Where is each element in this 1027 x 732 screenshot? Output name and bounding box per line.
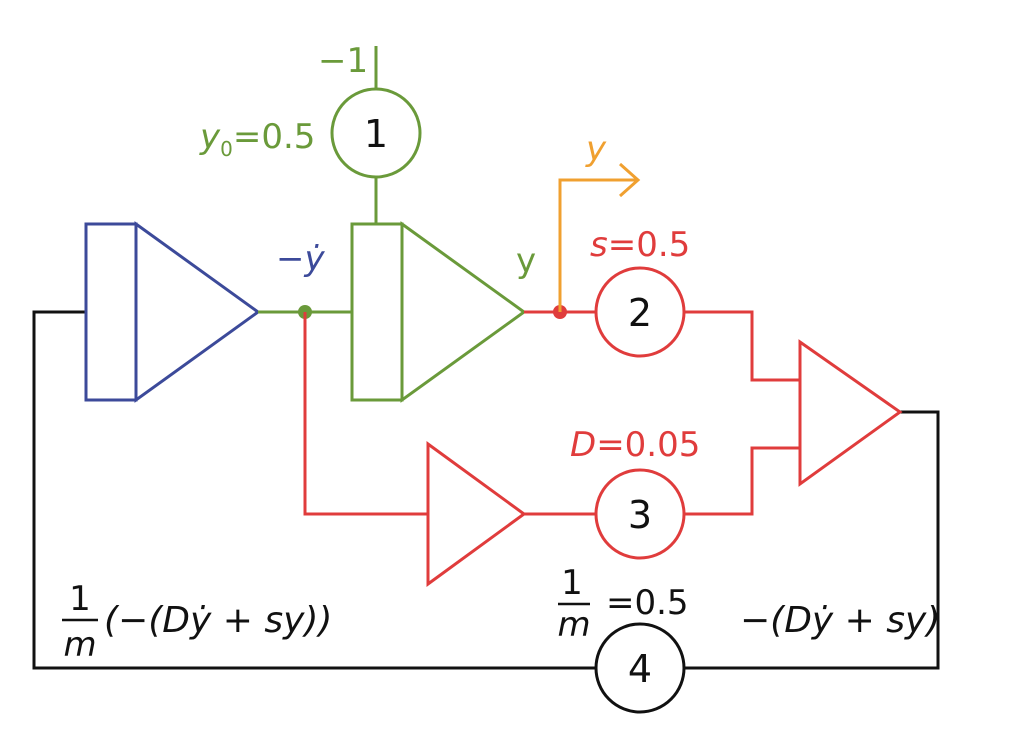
svg-text:m: m: [63, 625, 96, 665]
potentiometer-4: [594, 622, 686, 714]
summer-red: [798, 339, 903, 487]
svg-text:(−(Dẏ + sy)): (−(Dẏ + sy)): [104, 600, 332, 641]
svg-text:=0.5: =0.5: [606, 583, 689, 623]
label-neg-ydot: −ẏ: [276, 239, 325, 279]
potentiometer-2-label: 2: [628, 291, 652, 335]
inverter-red: [426, 441, 527, 587]
svg-text:m: m: [557, 605, 590, 645]
label-left-expression: 1 m (−(Dẏ + sy)): [62, 579, 332, 665]
label-right-expression: −(Dẏ + sy): [740, 600, 940, 641]
arrow-right-icon: [619, 162, 641, 198]
label-s: s=0.5: [590, 225, 690, 265]
svg-text:1: 1: [561, 563, 583, 603]
potentiometer-4-label: 4: [628, 647, 652, 691]
svg-text:1: 1: [69, 579, 91, 619]
label-output-y: y: [585, 129, 607, 169]
integrator-green-body: [350, 222, 404, 402]
label-y0: y0=0.5: [199, 117, 315, 161]
feedback-loop: [32, 310, 940, 714]
label-y-after-integrator: y: [516, 241, 536, 281]
wire-right-loop: [684, 410, 940, 670]
potentiometer-1-label: 1: [364, 112, 388, 156]
integrator-blue: [84, 221, 261, 403]
red-section: [303, 266, 903, 587]
green-section: [258, 46, 527, 403]
wire-left-loop: [32, 310, 596, 670]
potentiometer-3-label: 3: [628, 493, 652, 537]
label-D: D=0.05: [570, 425, 700, 465]
label-neg-one: −1: [318, 41, 368, 81]
output-tap: [558, 162, 641, 312]
label-inv-m: 1 m =0.5: [557, 563, 688, 645]
